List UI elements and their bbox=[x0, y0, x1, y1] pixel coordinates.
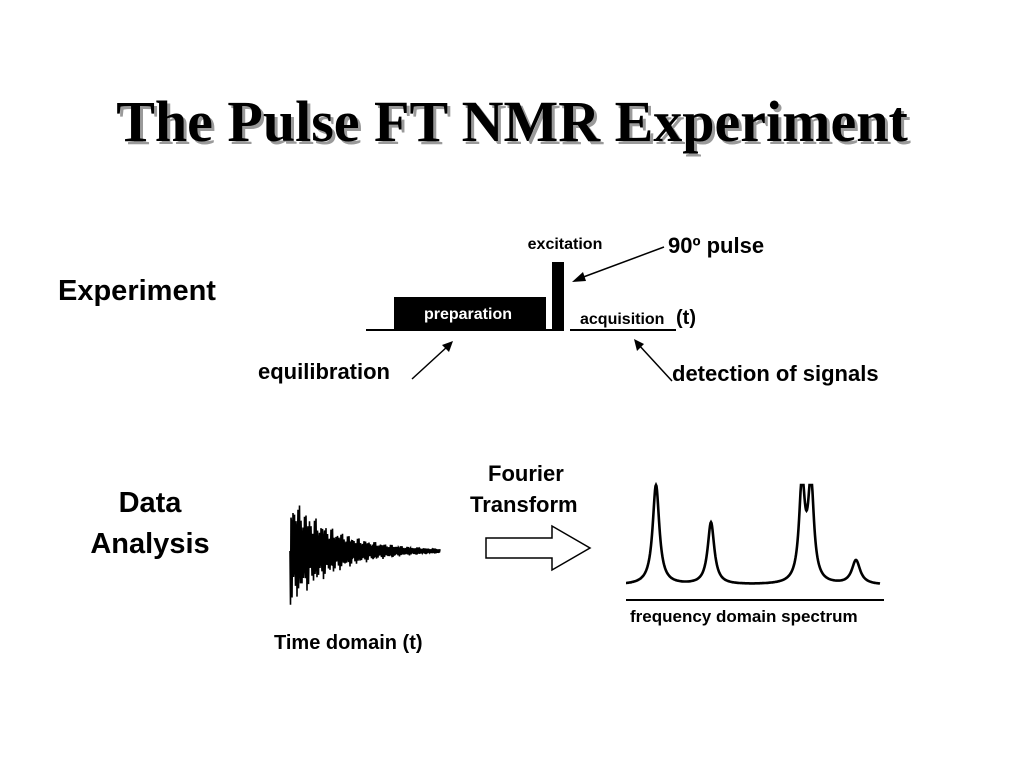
pulse-label: 90º pulse bbox=[668, 233, 765, 258]
fid-signal bbox=[289, 505, 441, 605]
page-title: The Pulse FT NMR Experiment bbox=[116, 89, 908, 154]
frequency-spectrum: frequency domain spectrum bbox=[626, 481, 884, 626]
pulse-arrow bbox=[572, 246, 665, 282]
fourier-transform-arrow bbox=[485, 524, 592, 572]
data-analysis-label-line2: Analysis bbox=[90, 528, 210, 560]
preparation-block bbox=[394, 297, 546, 331]
fourier-label-line1: Fourier bbox=[488, 461, 564, 486]
acquisition-label: acquisition bbox=[580, 311, 664, 328]
frequency-domain-label: frequency domain spectrum bbox=[630, 607, 858, 626]
fourier-label-line2: Transform bbox=[470, 492, 578, 517]
preparation-block-label: preparation bbox=[424, 306, 512, 323]
time-domain-label: Time domain (t) bbox=[274, 632, 423, 654]
detection-arrow bbox=[634, 339, 673, 382]
equilibration-label: equilibration bbox=[258, 359, 390, 384]
excitation-label: excitation bbox=[528, 236, 603, 253]
experiment-row-label: Experiment bbox=[58, 275, 216, 307]
pulse-sequence: preparation excitation acquisition (t) bbox=[366, 236, 696, 331]
detection-label: detection of signals bbox=[672, 361, 879, 386]
data-analysis-label-line1: Data bbox=[118, 487, 182, 519]
acquisition-suffix: (t) bbox=[676, 307, 696, 329]
equilibration-arrow bbox=[411, 341, 453, 380]
excitation-pulse-bar bbox=[552, 262, 564, 331]
